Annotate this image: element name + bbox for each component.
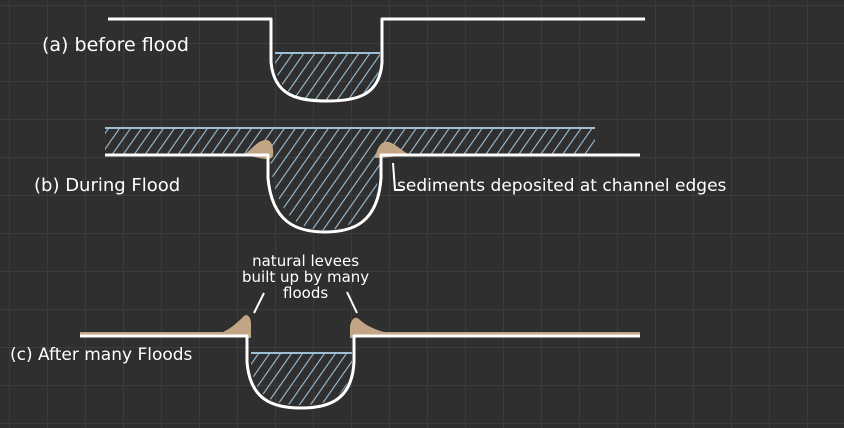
stage-c-water bbox=[251, 353, 352, 405]
natural-levee-right bbox=[350, 317, 392, 338]
stage-a-ground-profile bbox=[108, 17, 645, 103]
levees-annotation-line-2: built up by many bbox=[242, 267, 370, 286]
natural-levee-left bbox=[218, 315, 251, 338]
stage-a-label: (a) before flood bbox=[42, 34, 189, 56]
levees-annotation: natural levees built up by many floods bbox=[242, 252, 370, 302]
stage-b-channel bbox=[105, 127, 640, 234]
sediments-annotation: sediments deposited at channel edges bbox=[397, 176, 727, 196]
stage-b-ground-profile bbox=[105, 153, 640, 234]
levees-annotation-line-1: natural levees bbox=[252, 252, 360, 270]
stage-c-label: (c) After many Floods bbox=[10, 345, 193, 365]
levee-pointer-left bbox=[253, 292, 265, 314]
stage-c-ground-profile bbox=[80, 334, 640, 410]
levees-annotation-line-3: floods bbox=[283, 283, 329, 302]
stage-a-channel bbox=[108, 17, 645, 103]
stage-b-label: (b) During Flood bbox=[34, 175, 181, 196]
sediment-pointer bbox=[392, 162, 403, 191]
stage-c-channel bbox=[80, 291, 640, 410]
stage-a-water bbox=[275, 53, 380, 100]
levee-pointer-right bbox=[346, 291, 358, 314]
